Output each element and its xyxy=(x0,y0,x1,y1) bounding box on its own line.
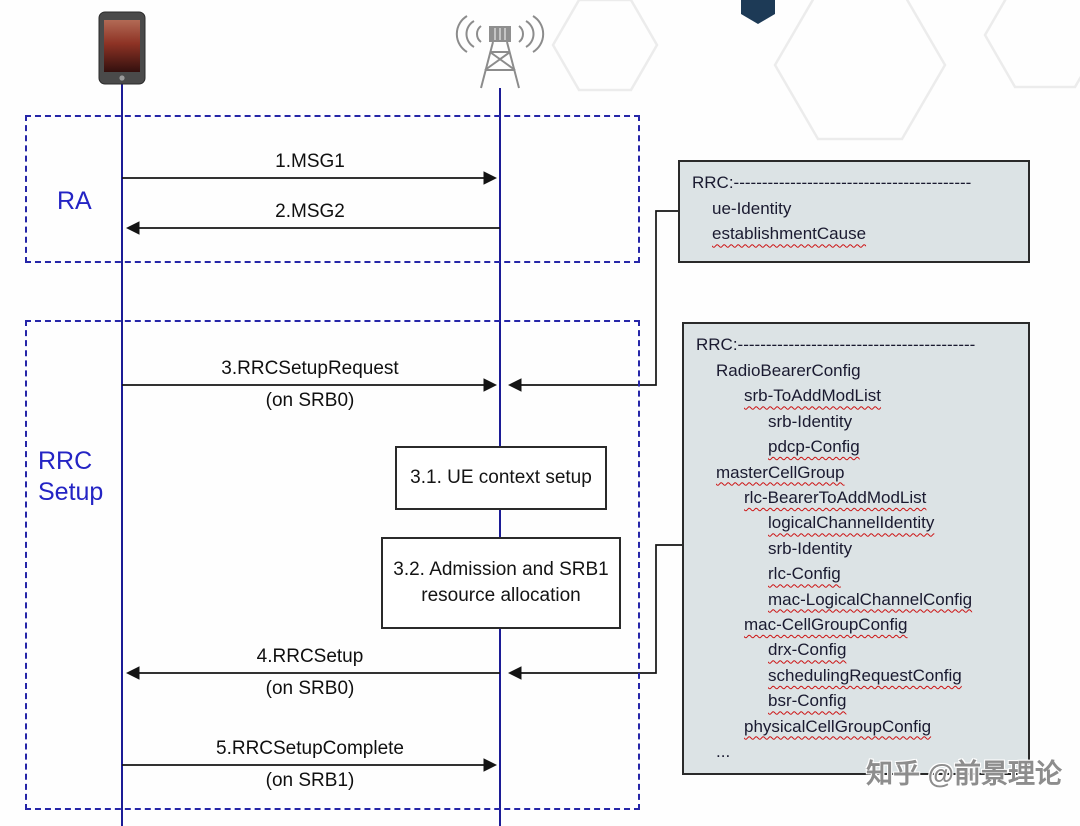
callout-header: RRC:------------------------------------… xyxy=(696,335,976,354)
callout-header: RRC:------------------------------------… xyxy=(692,173,972,192)
hexagon-decoration xyxy=(773,0,947,141)
msg2-label: 2.MSG2 xyxy=(275,201,345,222)
hexagon-decoration xyxy=(983,0,1080,89)
base-station-icon xyxy=(455,15,545,89)
msg4-label: 4.RRCSetup xyxy=(256,646,364,667)
msg3-sublabel: (on SRB0) xyxy=(265,390,355,411)
callout-field: pdcp-Config xyxy=(768,437,860,457)
callout-field: drx-Config xyxy=(768,640,847,660)
msg4-sublabel: (on SRB0) xyxy=(265,678,355,699)
callout-field: rlc-BearerToAddModList xyxy=(744,488,927,508)
callout-field: srb-ToAddModList xyxy=(744,386,882,406)
callout-field: RadioBearerConfig xyxy=(716,361,861,380)
callout-field: rlc-Config xyxy=(768,564,841,584)
callout-field-list: ue-Identity establishmentCause xyxy=(692,196,1016,247)
callout-field: schedulingRequestConfig xyxy=(768,665,962,685)
callout-field: physicalCellGroupConfig xyxy=(744,716,932,736)
callout-field: ... xyxy=(716,742,731,762)
step-admission-srb1-allocation: 3.2. Admission and SRB1 resource allocat… xyxy=(381,537,621,629)
callout-field: establishmentCause xyxy=(712,224,867,244)
hexagon-decoration-dark xyxy=(741,0,775,24)
callout-field: mac-CellGroupConfig xyxy=(744,615,908,635)
msg5-sublabel: (on SRB1) xyxy=(265,770,355,791)
smartphone-icon xyxy=(98,11,146,85)
callout-field: srb-Identity xyxy=(768,411,853,431)
callout-field: masterCellGroup xyxy=(716,462,845,482)
hexagon-decoration xyxy=(551,0,659,92)
ra-group-box xyxy=(25,115,640,263)
rrc-setup-callout: RRC:------------------------------------… xyxy=(682,322,1030,775)
callout-field-list: RadioBearerConfig srb-ToAddModList srb-Ide… xyxy=(696,358,1016,765)
step-ue-context-setup: 3.1. UE context setup xyxy=(395,446,607,510)
callout-field: ue-Identity xyxy=(712,199,792,218)
watermark: 知乎 @前景理论 xyxy=(866,759,1062,789)
msg3-label: 3.RRCSetupRequest xyxy=(221,358,399,379)
callout-field: bsr-Config xyxy=(768,691,847,711)
callout-field: mac-LogicalChannelConfig xyxy=(768,589,973,609)
msg1-label: 1.MSG1 xyxy=(275,151,345,172)
callout-field: srb-Identity xyxy=(768,538,853,558)
rrc-setup-group-box xyxy=(25,320,640,810)
rrc-setup-group-label: RRC Setup xyxy=(38,447,104,507)
callout1-connector xyxy=(507,210,678,392)
rrc-setup-request-callout: RRC:------------------------------------… xyxy=(678,160,1030,263)
callout-field: logicalChannelIdentity xyxy=(768,513,935,533)
ra-group-label: RA xyxy=(57,187,92,215)
msg5-label: 5.RRCSetupComplete xyxy=(216,738,404,759)
callout2-connector xyxy=(507,544,682,680)
